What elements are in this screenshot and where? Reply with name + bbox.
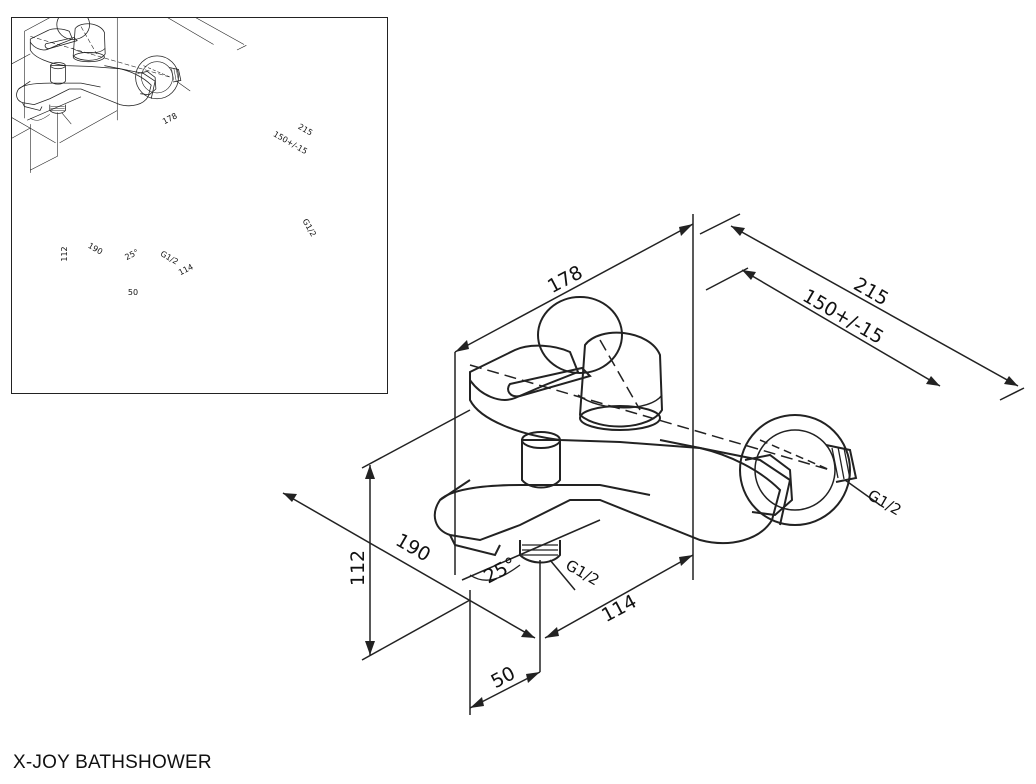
arrowheads xyxy=(283,224,1018,708)
thumb-label-50: 50 xyxy=(128,288,138,297)
dim-label-spout-reach: 190 xyxy=(392,529,434,566)
thread-label-outlet: G1/2 xyxy=(563,556,603,589)
dim-label-outlet-offset: 50 xyxy=(487,662,519,693)
product-title: X-JOY BATHSHOWER xyxy=(13,752,212,773)
thumbnail-frame xyxy=(11,17,388,394)
thumbnail-drawing: 178 215 150+/-15 112 190 25° G1/2 G1/2 1… xyxy=(11,17,318,297)
dim-label-inlet-offset: 114 xyxy=(598,590,640,626)
thread-label-inlet: G1/2 xyxy=(865,486,905,519)
thumb-label-112: 112 xyxy=(60,246,69,261)
dim-label-spout-angle: 25° xyxy=(480,553,520,588)
dim-label-height: 112 xyxy=(347,550,369,586)
